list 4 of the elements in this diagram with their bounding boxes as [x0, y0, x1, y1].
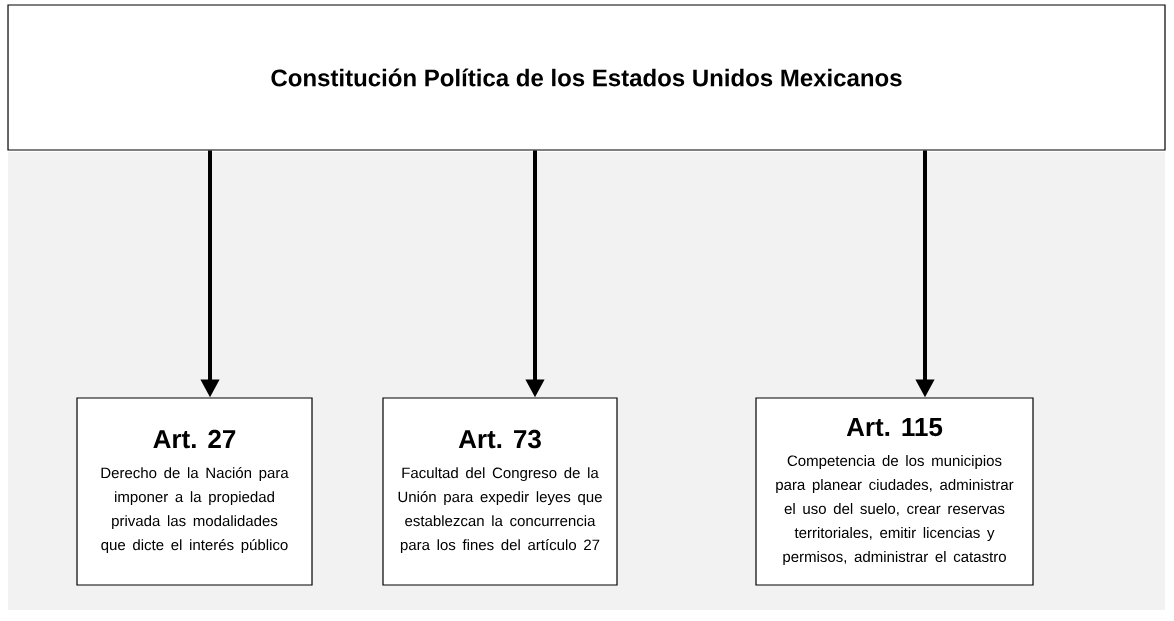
article-box: Art. 27 Derecho de la Nación para imponer a la propiedad privada las modalidades que dicte el interés público [76, 397, 313, 586]
title-box: Constitución Política de los Estados Unidos Mexicanos [7, 4, 1166, 151]
article-box: Art. 73 Facultad del Congreso de la Unión para expedir leyes que establezcan la concurrencia para los fines del artículo 27 [382, 397, 618, 586]
article-box: Art. 115 Competencia de los municipios para planear ciudades, administrar el uso del suelo, crear reservas territoriales, emitir licencias y permisos, administrar el catastro [755, 397, 1034, 586]
